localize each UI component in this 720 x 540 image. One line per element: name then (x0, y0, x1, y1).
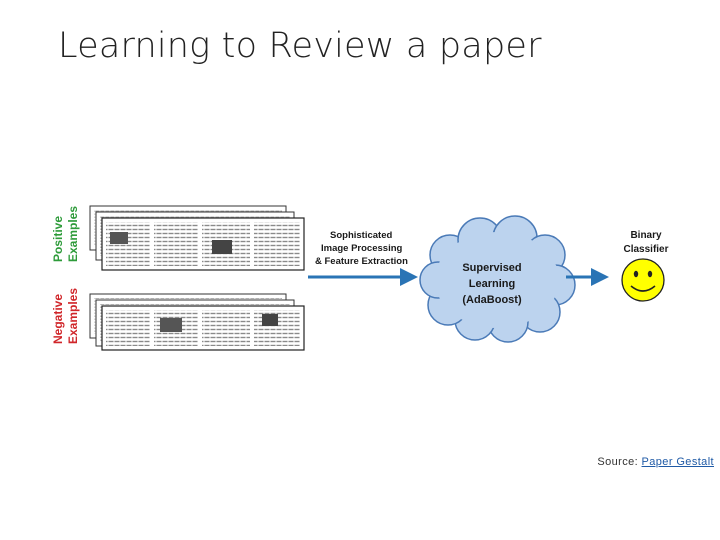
source-citation: Source: Paper Gestalt (597, 456, 714, 468)
arrow-to-classifier (566, 268, 609, 286)
classifier-label: Binary Classifier (623, 230, 668, 255)
cloud-label-line-3: (AdaBoost) (462, 294, 522, 306)
cloud-label-line-2: Learning (469, 278, 515, 290)
slide-title: Learning to Review a paper (58, 26, 542, 66)
positive-label-line-1: Positive (51, 216, 65, 262)
source-link[interactable]: Paper Gestalt (641, 456, 714, 468)
cloud-label-line-1: Supervised (462, 262, 521, 274)
positive-paper-stack (89, 205, 305, 271)
supervised-learning-cloud: Supervised Learning (AdaBoost) (419, 215, 576, 343)
negative-label-line-1: Negative (51, 294, 65, 344)
smiley-face-icon (621, 258, 665, 302)
processing-label-line-1: Sophisticated (330, 230, 392, 241)
positive-label-line-2: Examples (66, 206, 80, 262)
processing-label-line-2: Image Processing (321, 243, 403, 254)
paper-thumbnail (101, 305, 305, 351)
negative-examples-label: Negative Examples (51, 288, 80, 344)
paper-thumbnail (101, 217, 305, 271)
source-prefix: Source: (597, 456, 642, 468)
processing-label-line-3: & Feature Extraction (315, 256, 408, 267)
positive-examples-label: Positive Examples (51, 206, 80, 262)
arrow-to-learning (308, 268, 418, 286)
classifier-label-line-2: Classifier (623, 244, 668, 255)
processing-label: Sophisticated Image Processing & Feature… (315, 230, 408, 267)
negative-label-line-2: Examples (66, 288, 80, 344)
classifier-label-line-1: Binary (630, 230, 662, 241)
negative-paper-stack (89, 293, 305, 351)
